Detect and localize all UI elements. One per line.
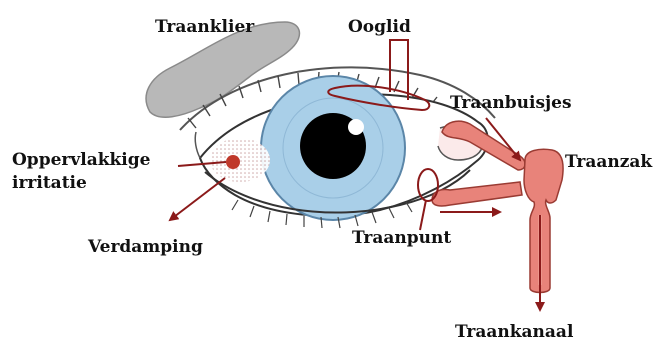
label-traanzak: Traanzak [565, 152, 652, 172]
traanpunt-pointer [420, 200, 426, 230]
label-oppervlakkige: Oppervlakkige [12, 150, 150, 170]
label-traanpunt: Traanpunt [352, 228, 451, 248]
verdamping-arrow [170, 178, 225, 220]
label-traankanaal: Traankanaal [455, 322, 573, 342]
label-traanklier: Traanklier [155, 17, 254, 37]
label-ooglid: Ooglid [348, 17, 411, 37]
pupil-highlight-icon [348, 119, 364, 135]
irritation-spot [226, 155, 240, 169]
label-verdamping: Verdamping [88, 237, 203, 257]
outer-corner [195, 132, 200, 158]
lacrimal-sac [524, 149, 563, 292]
irritation-area [210, 138, 270, 182]
lower-canaliculus [432, 182, 522, 206]
label-traanbuisjes: Traanbuisjes [450, 93, 572, 113]
label-irritatie: irritatie [12, 173, 87, 193]
